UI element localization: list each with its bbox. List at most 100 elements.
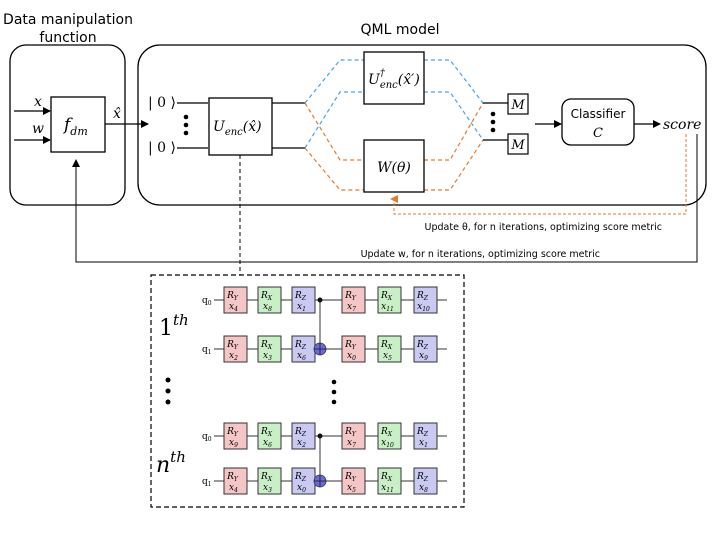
svg-text:RZ: RZ <box>416 427 429 438</box>
svg-text:RY: RY <box>226 340 239 351</box>
svg-text:RY: RY <box>226 472 239 483</box>
dm-title-line1: Data manipulation <box>3 12 133 28</box>
svg-text:x9: x9 <box>419 351 428 362</box>
svg-text:RY: RY <box>344 427 357 438</box>
svg-text:x0: x0 <box>297 483 306 494</box>
svg-text:RX: RX <box>380 472 393 483</box>
svg-text:x10: x10 <box>417 302 430 313</box>
svg-text:x5: x5 <box>383 351 392 362</box>
block2-cnot <box>313 433 327 488</box>
svg-text:RX: RX <box>380 340 393 351</box>
svg-text:RY: RY <box>344 291 357 302</box>
classifier-c-label: C <box>593 126 603 141</box>
layer-1-label: 1th <box>159 311 189 341</box>
svg-text:x9: x9 <box>229 438 238 449</box>
circuit-gates: RYx4RXx8RZx1RYx7RXx11RZx10RYx2RXx3RZx6RY… <box>214 286 447 495</box>
svg-text:x11: x11 <box>381 483 394 494</box>
fdm-box <box>50 96 106 153</box>
svg-text:RY: RY <box>226 291 239 302</box>
svg-text:x0: x0 <box>347 351 356 362</box>
w-feedback-label: Update w, for n iterations, optimizing s… <box>361 249 600 260</box>
svg-text:x4: x4 <box>229 483 238 494</box>
blue-path <box>304 59 484 149</box>
qml-container <box>137 44 707 206</box>
qml-title: QML model <box>361 22 440 38</box>
layer-n-label: nth <box>156 448 186 478</box>
svg-text:RX: RX <box>260 340 273 351</box>
orange-path <box>304 102 484 191</box>
svg-text:x5: x5 <box>347 483 356 494</box>
uenc-dagger-box <box>363 51 425 105</box>
svg-text:RZ: RZ <box>294 472 307 483</box>
svg-text:RZ: RZ <box>416 472 429 483</box>
svg-text:x2: x2 <box>297 438 306 449</box>
svg-text:x7: x7 <box>347 302 356 313</box>
svg-text:RZ: RZ <box>416 291 429 302</box>
svg-text:RY: RY <box>344 472 357 483</box>
fdm-label: fdm <box>62 115 88 138</box>
w-feedback-line <box>72 134 698 263</box>
circuit-detail-box <box>150 274 465 508</box>
svg-text:x2: x2 <box>229 351 238 362</box>
block1-q1-label: q1 <box>202 345 212 356</box>
measure-box-bottom <box>507 133 529 155</box>
ket-zero-top: | 0 ⟩ <box>148 95 176 111</box>
svg-text:x6: x6 <box>263 438 272 449</box>
uenc-dagger-label: U†enc(x̂′) <box>368 68 420 91</box>
classifier-box <box>561 98 635 146</box>
uenc-label: Uenc(x̂) <box>213 119 262 138</box>
svg-text:x1: x1 <box>297 302 306 313</box>
svg-text:x11: x11 <box>381 302 394 313</box>
svg-text:RY: RY <box>226 427 239 438</box>
wtheta-label: W(θ) <box>377 160 411 176</box>
svg-text:x8: x8 <box>419 483 428 494</box>
layer-dots <box>165 377 171 405</box>
measure-label-bottom: M <box>510 138 525 153</box>
input-w-label: w <box>32 121 44 137</box>
svg-text:x3: x3 <box>263 483 272 494</box>
m-dots <box>490 111 496 133</box>
classifier-label: Classifier <box>571 107 626 121</box>
block1-q0-label: q0 <box>202 296 212 307</box>
svg-text:RX: RX <box>380 427 393 438</box>
measure-label-top: M <box>510 98 525 113</box>
svg-text:RX: RX <box>380 291 393 302</box>
dm-title-line2: function <box>39 30 96 46</box>
theta-feedback-line <box>390 134 687 215</box>
measure-box-top <box>507 93 529 115</box>
svg-text:x6: x6 <box>297 351 306 362</box>
block2-q0-label: q0 <box>202 432 212 443</box>
input-x-label: x <box>34 94 42 110</box>
svg-text:RZ: RZ <box>294 291 307 302</box>
theta-feedback-label: Update θ, for n iterations, optimizing s… <box>425 222 662 233</box>
svg-text:RZ: RZ <box>416 340 429 351</box>
svg-text:RX: RX <box>260 427 273 438</box>
svg-text:RZ: RZ <box>294 340 307 351</box>
svg-text:x7: x7 <box>347 438 356 449</box>
svg-text:RX: RX <box>260 472 273 483</box>
svg-text:RZ: RZ <box>294 427 307 438</box>
